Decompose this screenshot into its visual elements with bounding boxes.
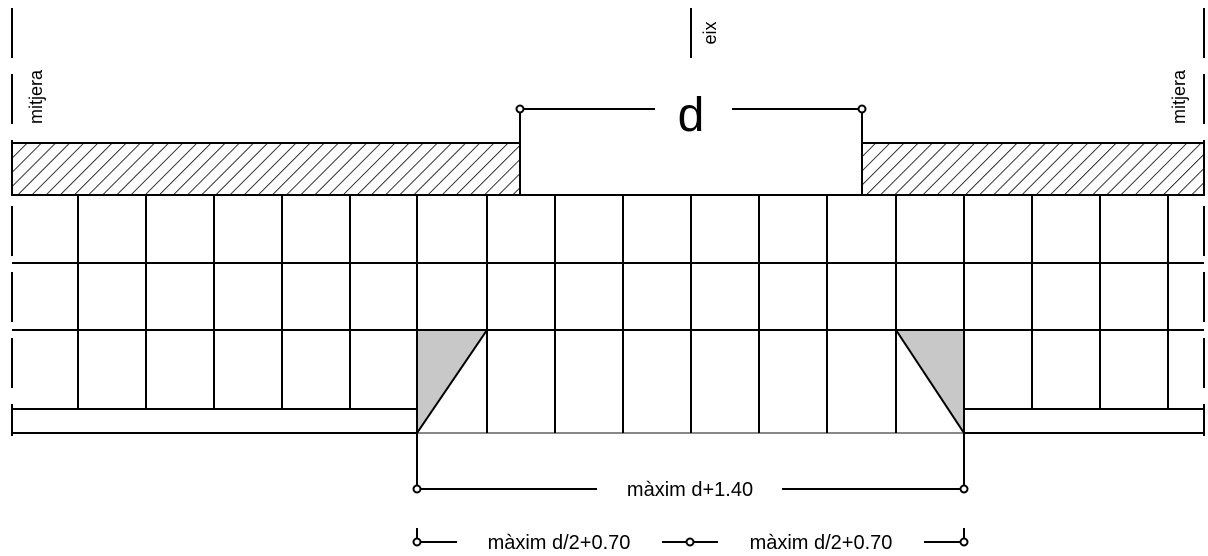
max-half-label-right: màxim d/2+0.70 [750, 532, 893, 554]
opening-width-label: d [678, 89, 705, 142]
max-half-dimensions [412, 528, 969, 547]
building-facade-left [11, 142, 521, 196]
max-total-label: màxim d+1.40 [627, 479, 753, 501]
curb-ramp-left [416, 329, 489, 437]
max-half-label-left: màxim d/2+0.70 [488, 532, 631, 554]
opening-dimension [515, 104, 867, 114]
axis-label: eix [700, 21, 720, 44]
gate-opening [519, 109, 863, 195]
curb-ramp-right [894, 329, 965, 437]
party-wall-label-right: mitjera [1169, 69, 1189, 124]
max-total-dimension [412, 433, 969, 494]
party-wall-label-left: mitjera [26, 69, 46, 124]
sidewalk-paving [11, 194, 1205, 434]
building-facade-right [861, 142, 1205, 196]
